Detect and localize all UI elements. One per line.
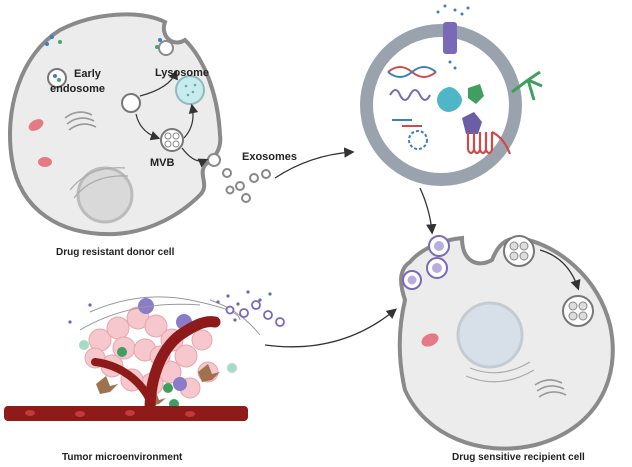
arrow-to-exosome xyxy=(274,147,355,179)
mrna xyxy=(389,89,431,101)
recipient-golgi xyxy=(534,379,567,398)
label-exosomes: Exosomes xyxy=(242,151,297,163)
mirna xyxy=(392,119,422,127)
transport-vesicle xyxy=(121,93,141,113)
membrane-receptor xyxy=(511,70,543,101)
early-endosome xyxy=(47,68,67,88)
recipient-mvb xyxy=(503,235,535,267)
budding-vesicle xyxy=(158,40,174,56)
secreted-particles xyxy=(68,290,272,324)
donor-nucleus xyxy=(76,166,134,224)
blood-vessel-branch xyxy=(144,316,221,416)
mvb xyxy=(160,128,184,152)
immune-cells xyxy=(117,298,192,409)
recipient-mvb-released xyxy=(562,295,594,327)
donor-cell xyxy=(8,12,223,237)
transmembrane-protein xyxy=(466,131,512,155)
protein-green xyxy=(468,84,484,104)
budding-vesicle xyxy=(207,153,221,167)
mitochondrion xyxy=(421,333,439,347)
recipient-nucleus xyxy=(456,301,524,369)
tumor-exosomes xyxy=(225,300,285,327)
recipient-cell xyxy=(397,235,615,451)
recipient-er xyxy=(465,361,535,383)
ecm-fibers xyxy=(79,296,261,336)
protein-purple xyxy=(462,112,482,134)
ions xyxy=(436,4,470,70)
label-donor-cell: Drug resistant donor cell xyxy=(56,247,175,258)
released-exosomes xyxy=(222,168,271,203)
membrane-channel xyxy=(443,22,457,54)
golgi-apparatus xyxy=(64,111,97,131)
arrow-tme-to-recipient xyxy=(264,308,398,348)
donor-cell-membrane xyxy=(8,12,223,237)
lysosome xyxy=(175,75,205,105)
blood-vessel-branch xyxy=(91,358,154,404)
dna xyxy=(387,66,437,78)
label-early-endosome: Early xyxy=(74,68,102,80)
circrna xyxy=(408,130,428,150)
arrow-exosome-to-recipient xyxy=(419,187,437,235)
mitochondrion xyxy=(38,157,52,167)
dendritic-cell xyxy=(79,340,237,373)
label-recipient-cell: Drug sensitive recipient cell xyxy=(452,452,585,463)
label-tumor-microenvironment: Tumor microenvironment xyxy=(62,452,183,463)
mitochondrion xyxy=(28,119,44,131)
exosome-enlarged xyxy=(360,4,543,186)
protein-teal xyxy=(437,87,462,112)
tumor-microenvironment xyxy=(4,290,285,421)
extracellular-molecules xyxy=(45,35,162,49)
label-mvb: MVB xyxy=(150,157,175,169)
internalized-exosomes xyxy=(402,235,450,290)
label-early-endosome-2: endosome xyxy=(50,83,105,95)
label-lysosome: Lysosome xyxy=(155,67,209,79)
endoplasmic-reticulum xyxy=(69,167,129,199)
